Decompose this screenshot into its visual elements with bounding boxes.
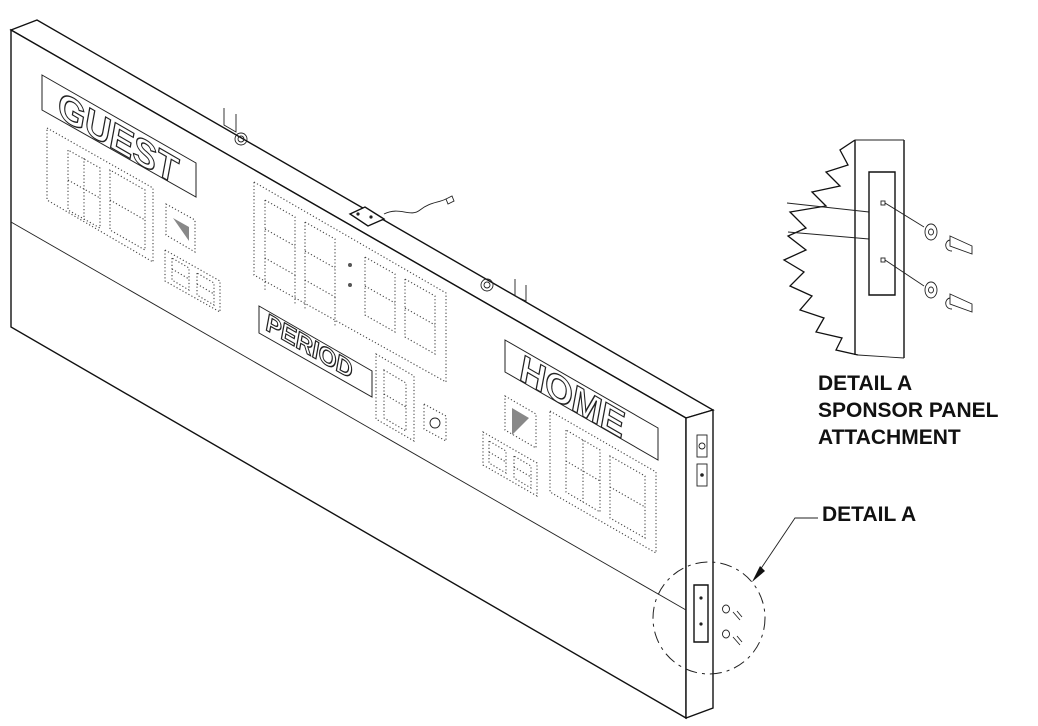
top-hardware	[223, 108, 527, 302]
detail-a-leader	[752, 517, 818, 582]
side-connectors	[696, 434, 708, 487]
detail-caption-line1: DETAIL A	[818, 372, 912, 395]
detail-caption-line2: SPONSOR PANEL	[818, 399, 999, 422]
detail-a-callout-label: DETAIL A	[822, 503, 916, 526]
detail-caption-line3: ATTACHMENT	[818, 426, 961, 449]
detail-a-enlarged	[782, 139, 973, 359]
clock-section	[253, 181, 447, 383]
detail-a-callout-circle	[652, 561, 766, 675]
